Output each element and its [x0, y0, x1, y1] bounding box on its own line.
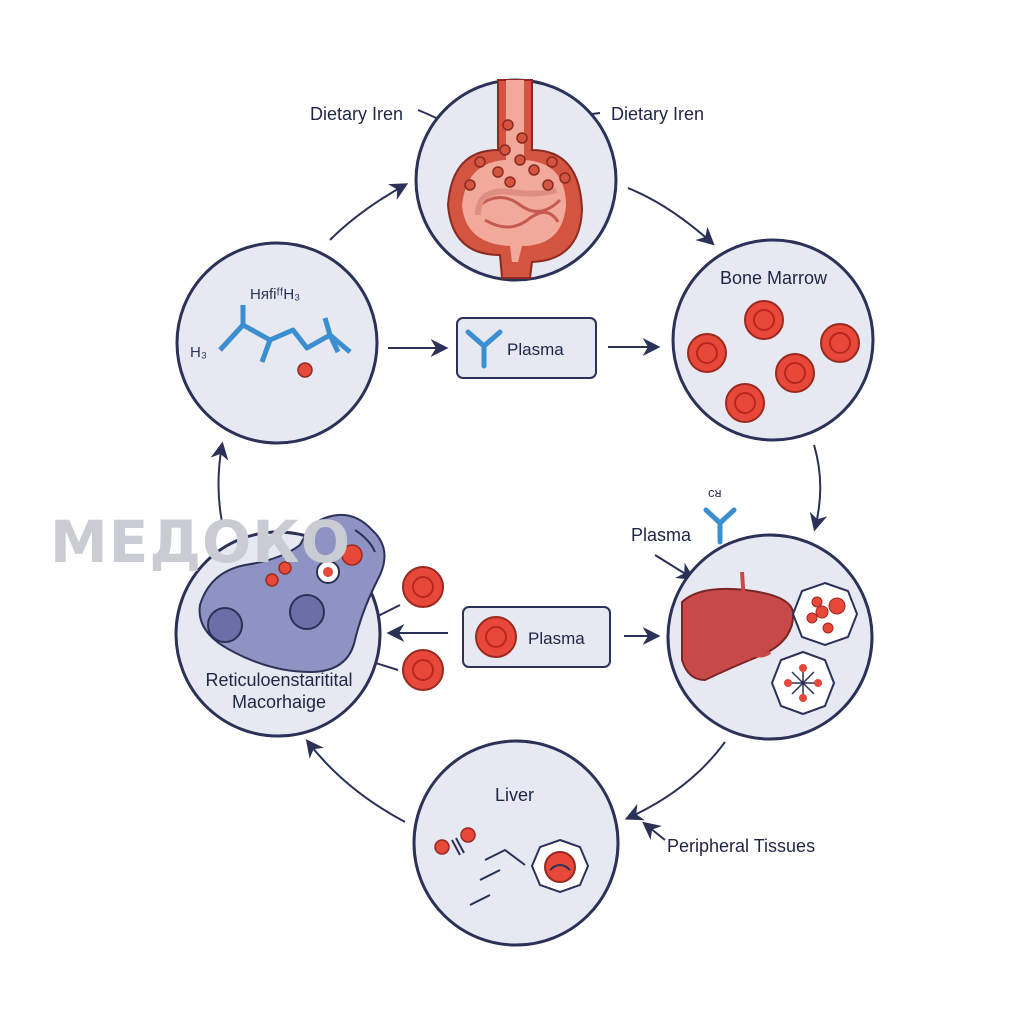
transferrin-icon	[465, 329, 503, 369]
arrow-macrophage-to-molecule	[210, 441, 229, 523]
gut-node	[414, 78, 618, 282]
arrow-molecule-to-gut	[329, 183, 409, 241]
molecule-node	[175, 241, 379, 445]
transferrin-icon-liver	[703, 507, 737, 545]
dietary-iron-label-right: Dietary Iren	[611, 104, 705, 124]
plasma-box-mid	[462, 606, 611, 668]
macrophage-label-line2: Macorhaige	[231, 692, 327, 712]
molecule-structure	[218, 305, 352, 363]
peripheral-tissues-label: Peripheral Tissues	[667, 836, 816, 856]
plasma-label-mid: Plasma	[528, 629, 585, 648]
bottom-cell-illustration	[434, 827, 590, 906]
macrophage-label-line1: Reticuloenstaritital	[205, 670, 353, 690]
bone-marrow-label: Bone Marrow	[720, 268, 828, 288]
cell-hexagon-bottom	[770, 650, 836, 716]
cell-hexagon-top	[791, 581, 859, 647]
red-blood-cells	[687, 300, 860, 423]
rbc-icon	[475, 616, 517, 658]
arrow-bottom-to-macrophage	[305, 739, 406, 823]
arrow-peripheral-pointer	[642, 821, 666, 841]
arrow-gut-to-marrow	[627, 187, 715, 246]
liver-node	[666, 533, 874, 741]
chem-formula-left: H₃	[190, 344, 207, 361]
dietary-iron-label-left: Dietary Iren	[310, 104, 404, 124]
macrophage-cell	[198, 514, 386, 674]
arrow-plasma-pointer	[654, 554, 696, 580]
plasma-label-right: Plasma	[631, 525, 692, 545]
arrow-liver-to-bottom	[624, 741, 726, 821]
intestine-illustration	[446, 79, 584, 279]
liver-label: Liver	[495, 785, 535, 805]
bone-marrow-node	[671, 238, 875, 442]
watermark-logo: МЕДОКО	[50, 508, 352, 576]
plasma-box-top	[456, 317, 597, 379]
free-red-blood-cells	[402, 566, 444, 691]
chem-formula-top: HᴙfiᶠᶠH₃	[250, 286, 301, 303]
transferrin-tag: ᴄᴚ	[708, 485, 722, 500]
arrow-marrow-to-liver	[809, 444, 828, 532]
iron-particles	[464, 119, 571, 191]
plasma-label-top: Plasma	[507, 340, 564, 359]
macrophage-node	[174, 514, 386, 738]
liver-organ	[681, 571, 795, 682]
bottom-node	[412, 739, 620, 947]
iron-atom	[297, 362, 313, 378]
